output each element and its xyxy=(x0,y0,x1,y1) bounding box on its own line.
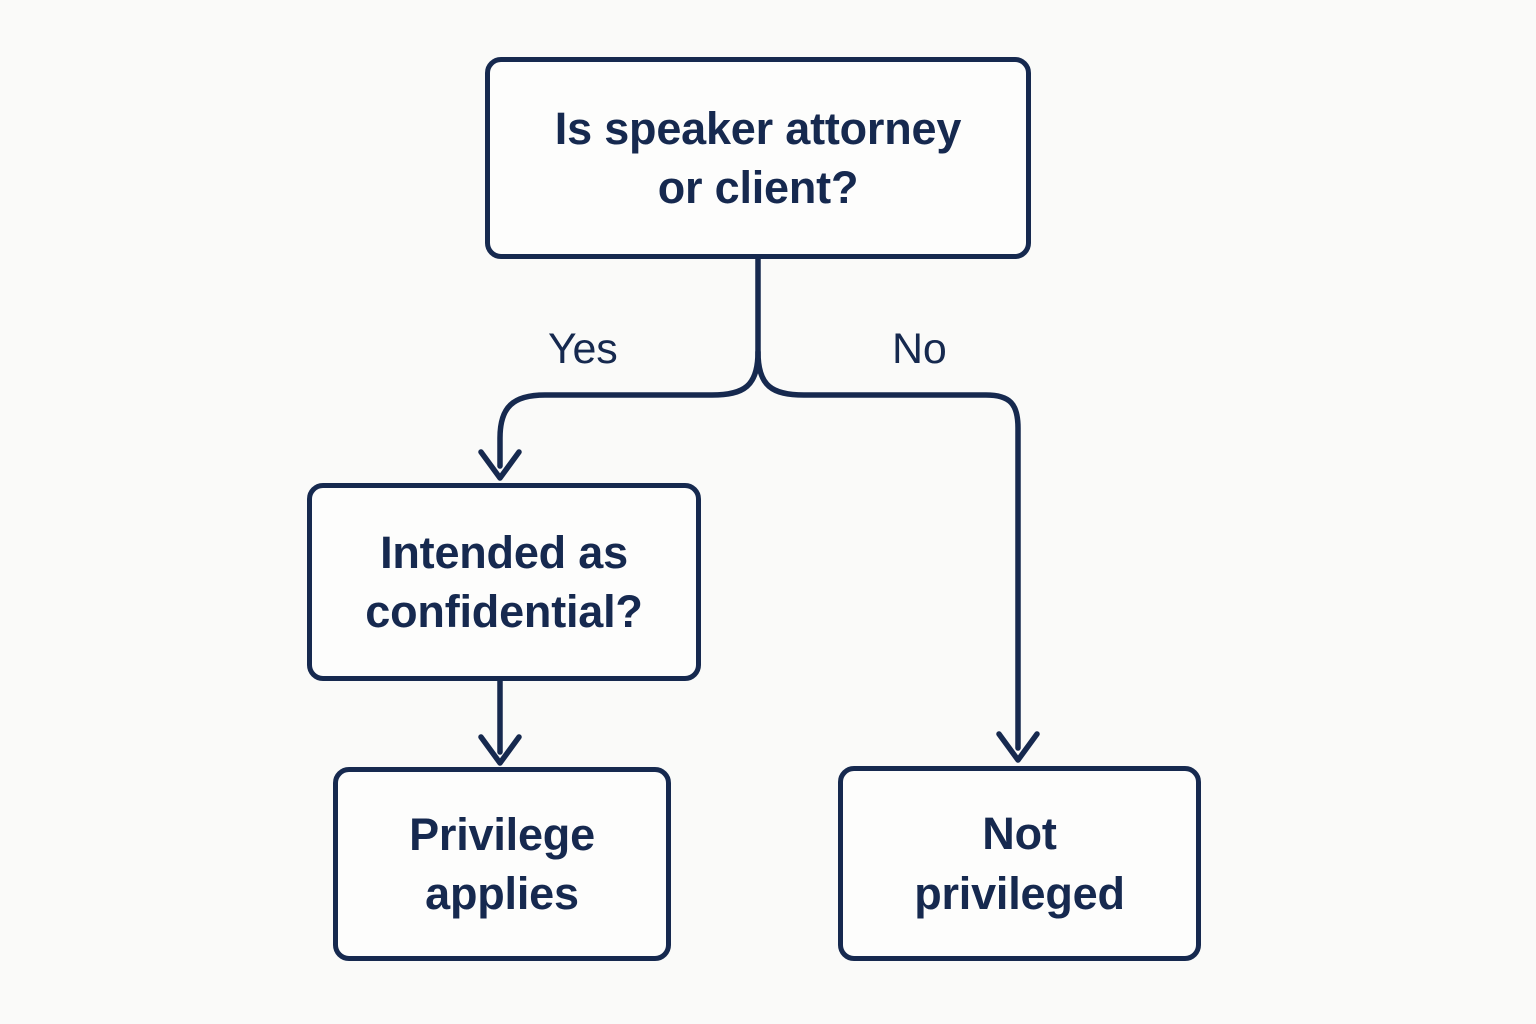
node-is-speaker-attorney-or-client[interactable]: Is speaker attorney or client? xyxy=(485,57,1031,259)
node-confidential-label: Intended as confidential? xyxy=(365,526,643,637)
node-root-label: Is speaker attorney or client? xyxy=(554,102,962,213)
node-privilege-applies-label: Privilege applies xyxy=(409,808,595,919)
connector-root-split xyxy=(497,256,761,469)
node-not-privileged-label: Not privileged xyxy=(914,808,1125,919)
connector-root-to-not-privileged xyxy=(755,349,1021,751)
edge-label-yes: Yes xyxy=(548,325,618,373)
arrowhead-to-confidential xyxy=(478,449,522,481)
node-not-privileged[interactable]: Not privileged xyxy=(838,766,1201,961)
arrowhead-to-not-privileged xyxy=(996,731,1040,763)
edge-label-no: No xyxy=(892,325,947,373)
node-intended-as-confidential[interactable]: Intended as confidential? xyxy=(307,483,701,681)
node-privilege-applies[interactable]: Privilege applies xyxy=(333,767,671,961)
arrowhead-to-privilege-applies xyxy=(478,734,522,766)
